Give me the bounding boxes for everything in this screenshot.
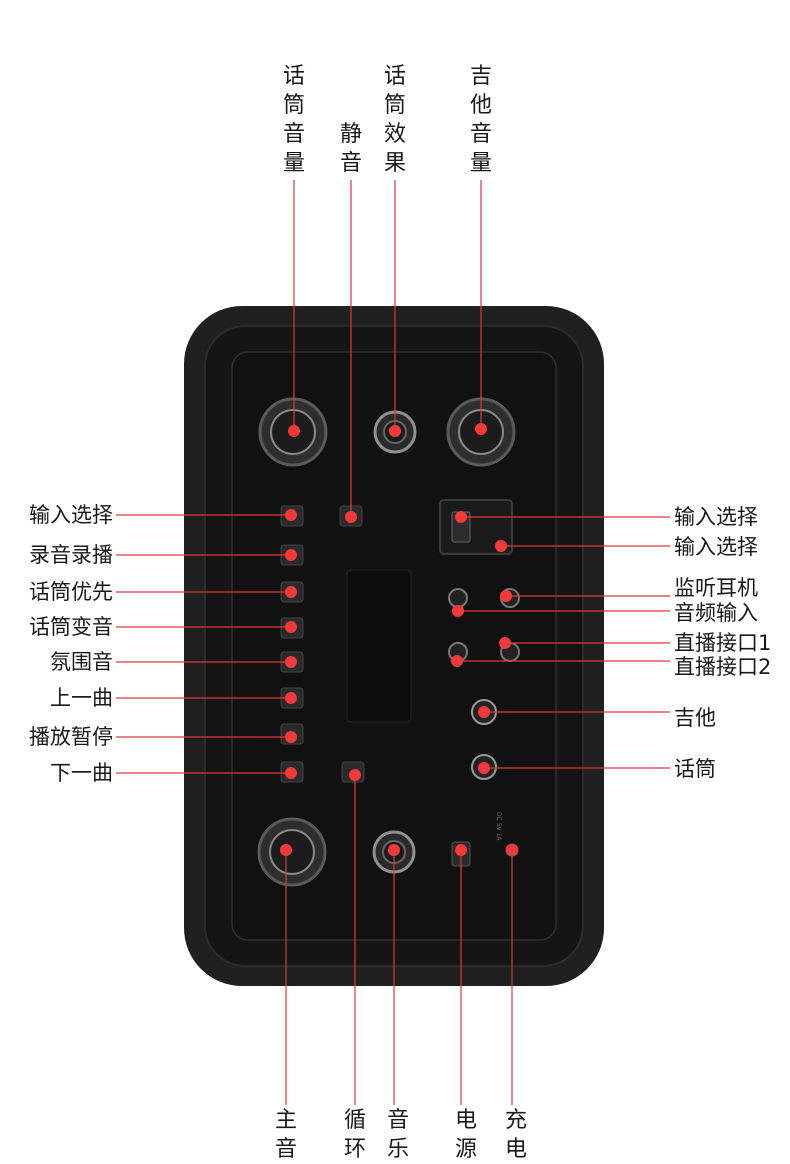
label-mic-priority: 话筒优先 [29, 580, 113, 604]
dot-record [285, 549, 297, 561]
dot-live-1 [499, 637, 511, 649]
label-microphone: 话筒 [674, 757, 716, 781]
label-live-port-1: 直播接口1 [674, 631, 772, 655]
label-power: 电源 [454, 1108, 477, 1162]
dot-prev [285, 692, 297, 704]
label-music: 音乐 [386, 1108, 409, 1162]
dot-mic-volume [288, 425, 300, 437]
dot-guitar [478, 706, 490, 718]
label-play-pause: 播放暂停 [29, 725, 113, 749]
label-loop: 循环 [343, 1108, 366, 1162]
dot-headphone [500, 590, 512, 602]
label-mic-volume: 话筒音量 [282, 64, 305, 176]
dot-mic-effect [389, 425, 401, 437]
dot-music [388, 844, 400, 856]
label-record-playback: 录音录播 [29, 543, 113, 567]
dot-guitar-volume [475, 423, 487, 435]
dot-ambient [285, 656, 297, 668]
dot-mute [345, 511, 357, 523]
dot-charge [506, 844, 518, 856]
label-live-port-2: 直播接口2 [674, 655, 772, 679]
dot-next [285, 767, 297, 779]
leader-lines [116, 180, 670, 1105]
label-ambient: 氛围音 [50, 650, 113, 674]
dot-microphone [478, 762, 490, 774]
label-next-track: 下一曲 [50, 761, 113, 785]
label-mic-effect: 话筒效果 [383, 64, 406, 176]
label-charge: 充电 [504, 1108, 527, 1162]
label-input-select-1: 输入选择 [674, 505, 758, 529]
marker-dots [280, 423, 518, 856]
label-prev-track: 上一曲 [50, 686, 113, 710]
display-window [346, 569, 412, 723]
dot-input-select-1 [455, 511, 467, 523]
label-mute: 静音 [339, 122, 362, 176]
dot-audio-input [452, 605, 464, 617]
dot-voice-change [285, 621, 297, 633]
dot-play-pause [285, 731, 297, 743]
charge-port-text: DC 5V 1A [495, 812, 502, 841]
label-guitar-volume: 吉他音量 [469, 64, 492, 176]
master-volume-knob [257, 817, 327, 887]
label-headphone-monitor: 监听耳机 [674, 576, 758, 600]
label-master-volume: 主音 [274, 1108, 297, 1162]
dot-live-2 [451, 655, 463, 667]
label-input-select-left: 输入选择 [29, 503, 113, 527]
label-guitar: 吉他 [674, 706, 716, 730]
dot-input-select-left [285, 509, 297, 521]
label-audio-input: 音频输入 [674, 601, 758, 625]
dot-loop [349, 769, 361, 781]
dot-master [280, 844, 292, 856]
label-voice-change: 话筒变音 [29, 615, 113, 639]
dot-mic-priority [285, 586, 297, 598]
dot-power [455, 844, 467, 856]
label-input-select-2: 输入选择 [674, 535, 758, 559]
dot-input-select-2 [495, 540, 507, 552]
